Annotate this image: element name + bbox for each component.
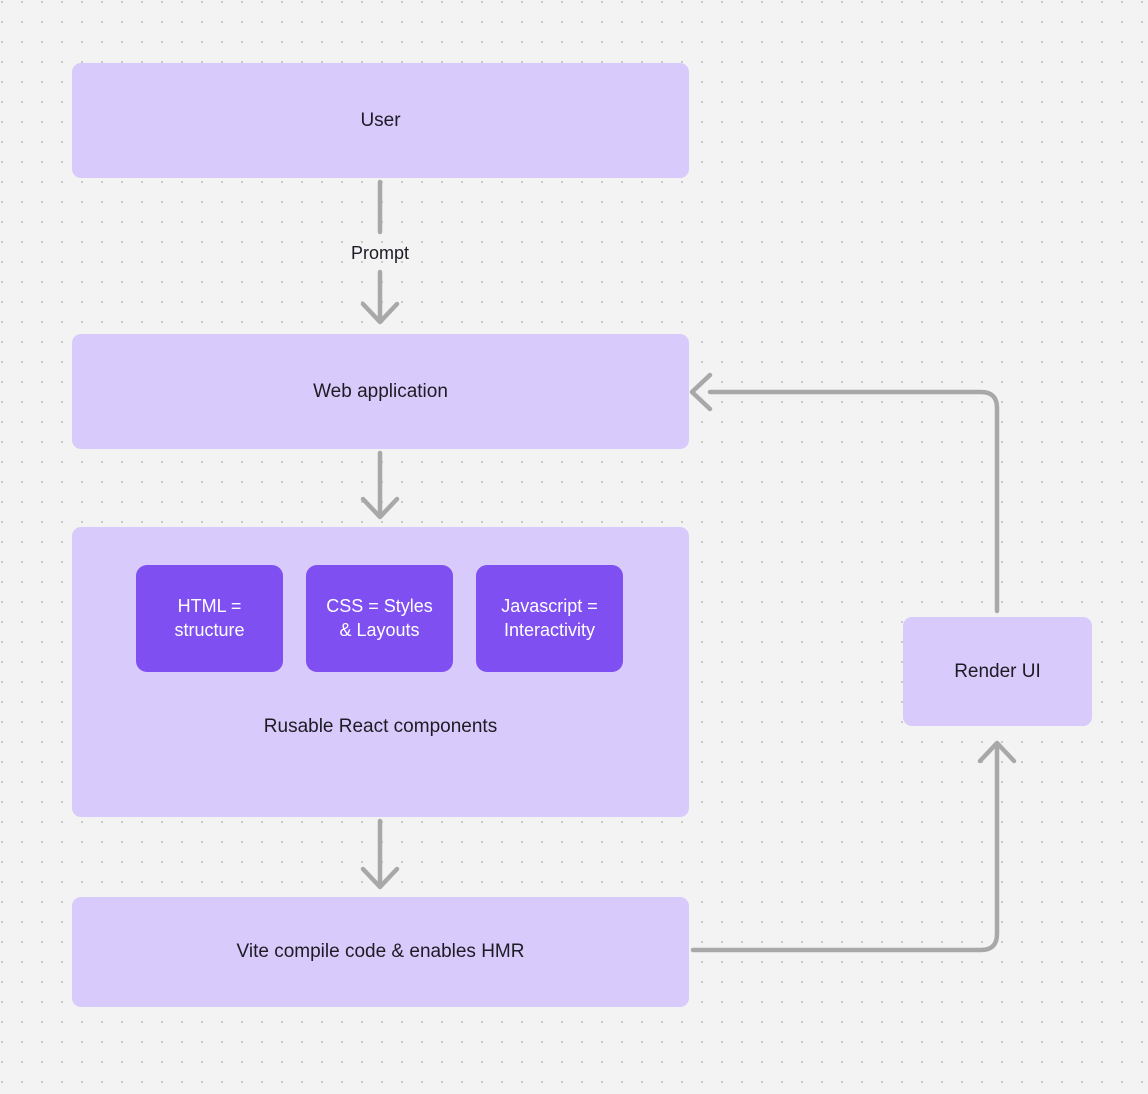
node-javascript-interactivity[interactable]: Javascript = Interactivity	[476, 565, 623, 672]
node-css-text: CSS = Styles & Layouts	[326, 595, 433, 643]
edge-render-to-webapp	[689, 372, 1000, 614]
edge-components-to-vite	[360, 818, 400, 890]
node-css-line1: CSS = Styles	[326, 595, 433, 616]
edge-label-prompt: Prompt	[350, 243, 410, 263]
node-html-line2: structure	[174, 619, 245, 640]
node-vite-compile[interactable]: Vite compile code & enables HMR	[72, 897, 689, 1007]
node-render-ui-label: Render UI	[954, 660, 1041, 682]
node-javascript-line2: Interactivity	[503, 619, 595, 640]
node-web-application-label: Web application	[313, 380, 448, 402]
components-caption: Rusable React components	[263, 716, 498, 737]
node-user-label: User	[360, 109, 401, 131]
node-user[interactable]: User	[72, 63, 689, 178]
node-render-ui[interactable]: Render UI	[903, 617, 1092, 726]
node-html-structure[interactable]: HTML = structure	[136, 565, 283, 672]
node-javascript-text: Javascript = Interactivity	[501, 595, 598, 643]
node-html-line1: HTML =	[177, 595, 242, 616]
node-javascript-line1: Javascript =	[501, 595, 598, 616]
node-web-application[interactable]: Web application	[72, 334, 689, 449]
edge-vite-to-render	[690, 740, 1017, 953]
edge-webapp-to-components	[360, 450, 400, 520]
node-vite-compile-label: Vite compile code & enables HMR	[236, 941, 525, 962]
node-css-styles-layouts[interactable]: CSS = Styles & Layouts	[306, 565, 453, 672]
node-html-structure-text: HTML = structure	[174, 595, 244, 643]
node-css-line2: & Layouts	[339, 619, 420, 640]
